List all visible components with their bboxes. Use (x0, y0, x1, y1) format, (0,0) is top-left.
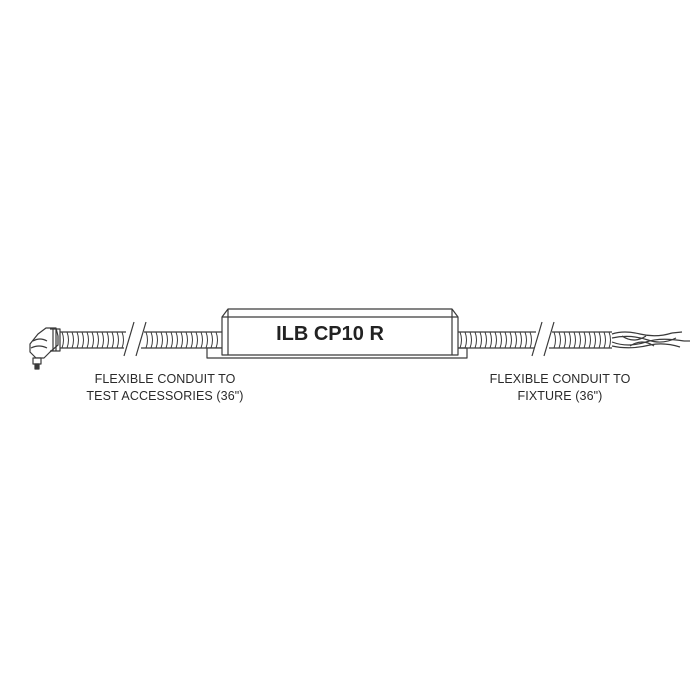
conduit-rib (568, 331, 571, 349)
conduit-rib (101, 331, 104, 349)
conduit-rib (524, 331, 527, 349)
conduit-rib (519, 331, 522, 349)
conduit-rib (145, 331, 148, 349)
right-caption-line2: FIXTURE (36") (517, 389, 603, 403)
conduit-rib (529, 331, 532, 349)
conduit-rib (469, 331, 472, 349)
right-conduit-segment-b (549, 331, 612, 349)
left-conduit-segment-b (141, 331, 222, 349)
conduit-rib (484, 331, 487, 349)
conduit-rib (583, 331, 586, 349)
conduit-rib (81, 331, 84, 349)
left-conduit-segment-a (60, 331, 126, 349)
conduit-rib (195, 331, 198, 349)
conduit-rib (479, 331, 482, 349)
conduit-rib (200, 331, 203, 349)
conduit-rib (489, 331, 492, 349)
conduit-rib (106, 331, 109, 349)
wire-leads (611, 331, 690, 349)
conduit-rib (91, 331, 94, 349)
conduit-rib (185, 331, 188, 349)
conduit-rib (155, 331, 158, 349)
conduit-rib (563, 331, 566, 349)
conduit-rib (71, 331, 74, 349)
elbow-connector (29, 327, 61, 370)
conduit-rib (175, 331, 178, 349)
conduit-rib (150, 331, 153, 349)
conduit-rib (116, 331, 119, 349)
conduit-rib (553, 331, 556, 349)
conduit-rib (494, 331, 497, 349)
conduit-rib (558, 331, 561, 349)
conduit-rib (474, 331, 477, 349)
conduit-rib (66, 331, 69, 349)
conduit-rib (86, 331, 89, 349)
conduit-rib (121, 331, 124, 349)
conduit-rib (499, 331, 502, 349)
conduit-rib (170, 331, 173, 349)
right-conduit-caption: FLEXIBLE CONDUIT TO FIXTURE (36") (440, 371, 680, 405)
conduit-rib (598, 331, 601, 349)
left-caption-line1: FLEXIBLE CONDUIT TO (94, 372, 236, 386)
conduit-rib (160, 331, 163, 349)
conduit-rib (205, 331, 208, 349)
conduit-rib (215, 331, 218, 349)
conduit-rib (593, 331, 596, 349)
conduit-rib (514, 331, 517, 349)
model-label: ILB CP10 R (276, 323, 384, 345)
ballast-box (206, 308, 468, 359)
conduit-rib (180, 331, 183, 349)
right-conduit-segment-a (458, 331, 536, 349)
conduit-rib (111, 331, 114, 349)
conduit-rib (588, 331, 591, 349)
conduit-rib (608, 331, 611, 349)
conduit-rib (190, 331, 193, 349)
conduit-rib (96, 331, 99, 349)
right-caption-line1: FLEXIBLE CONDUIT TO (489, 372, 631, 386)
conduit-rib (459, 331, 462, 349)
conduit-rib (573, 331, 576, 349)
conduit-rib (578, 331, 581, 349)
conduit-rib (504, 331, 507, 349)
conduit-rib (210, 331, 213, 349)
conduit-rib (165, 331, 168, 349)
conduit-rib (76, 331, 79, 349)
conduit-rib (509, 331, 512, 349)
right-break-mark (531, 321, 555, 357)
conduit-rib (464, 331, 467, 349)
left-caption-line2: TEST ACCESSORIES (36") (86, 389, 244, 403)
conduit-rib (603, 331, 606, 349)
left-conduit-caption: FLEXIBLE CONDUIT TO TEST ACCESSORIES (36… (50, 371, 280, 405)
left-break-mark (123, 321, 147, 357)
conduit-rib (61, 331, 64, 349)
